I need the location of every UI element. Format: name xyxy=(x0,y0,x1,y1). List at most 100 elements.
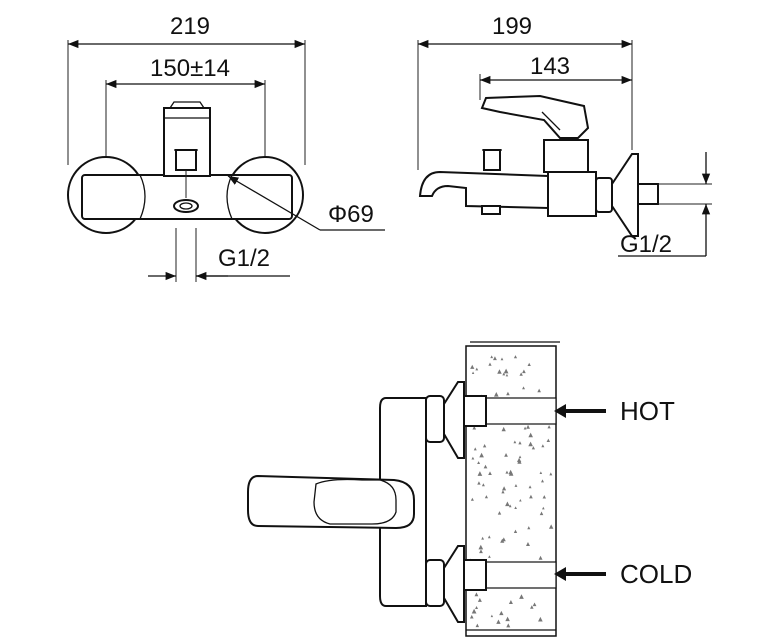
hot-flange xyxy=(443,381,465,459)
wall-speckle xyxy=(477,471,483,476)
wall-speckle xyxy=(472,425,477,430)
wall-speckle xyxy=(497,369,502,374)
wall-speckle xyxy=(522,386,526,390)
wall-speckle xyxy=(523,426,527,430)
wall-speckle xyxy=(475,623,480,628)
wall-speckle xyxy=(477,461,481,465)
wall-speckle xyxy=(470,497,474,501)
dimension-center-distance: 150±14 xyxy=(105,55,266,160)
wall-speckle xyxy=(530,605,534,609)
wall-speckle xyxy=(505,373,509,377)
wall-speckle xyxy=(506,391,510,396)
wall-speckle xyxy=(513,529,518,534)
wall-speckle xyxy=(505,616,510,622)
wall-speckle xyxy=(501,490,505,494)
wall-speckle xyxy=(471,371,475,374)
wall-speckle xyxy=(471,456,475,460)
wall-speckle xyxy=(504,453,508,457)
wall-speckle xyxy=(514,484,518,487)
wall-speckle xyxy=(488,471,492,476)
wall-speckle xyxy=(497,511,502,515)
spout xyxy=(418,170,549,210)
wall-speckle xyxy=(518,455,522,459)
wall-speckle xyxy=(518,441,522,445)
cold-pipe xyxy=(485,561,557,589)
center-distance-label: 150±14 xyxy=(150,55,230,82)
wall-speckle xyxy=(483,464,488,469)
wall-speckle xyxy=(537,388,541,393)
side-view: 199 143 xyxy=(417,13,712,258)
wall-speckle xyxy=(508,504,512,508)
wall-speckle xyxy=(490,614,494,618)
wall-speckle xyxy=(469,614,474,619)
installation-view: HOT COLD xyxy=(247,341,692,637)
wall-speckle xyxy=(473,447,477,451)
wall-speckle xyxy=(542,506,545,510)
hot-nut xyxy=(425,395,445,443)
wall-speckle xyxy=(516,457,522,463)
wall-speckle xyxy=(499,610,504,616)
wall-speckle xyxy=(477,481,481,485)
wall-speckle xyxy=(474,592,479,597)
wall-speckle xyxy=(503,368,509,374)
wall-speckle xyxy=(508,471,514,476)
wall-speckle xyxy=(493,356,497,361)
wall-speckle xyxy=(505,501,510,507)
wall-speckle xyxy=(519,372,523,376)
wall-speckle xyxy=(528,432,533,438)
wall-speckle xyxy=(514,506,517,510)
wall-speckle xyxy=(538,616,543,622)
wall-speckle xyxy=(479,549,483,554)
wall-speckle xyxy=(519,594,524,599)
hot-pipe xyxy=(485,397,557,425)
overall-width-label: 219 xyxy=(170,13,210,40)
thread-front-label: G1/2 xyxy=(218,245,270,272)
wall-speckle xyxy=(531,446,535,450)
wall-speckle xyxy=(494,391,499,397)
wall-speckle xyxy=(502,372,506,376)
overall-depth-label: 199 xyxy=(492,13,532,40)
dimension-overall-width: 219 xyxy=(67,13,306,165)
hot-connector xyxy=(463,395,487,427)
wall-speckle xyxy=(539,511,544,516)
wall-speckle xyxy=(541,479,544,483)
wall-speckle xyxy=(528,485,532,489)
hot-label: HOT xyxy=(620,396,675,426)
cold-flange xyxy=(443,545,465,623)
lever-handle xyxy=(480,94,590,139)
wall-speckle xyxy=(549,472,553,476)
wall-speckle xyxy=(526,424,530,429)
wall-speckle xyxy=(484,495,488,499)
wall-speckle xyxy=(475,606,479,609)
side-flange xyxy=(611,153,639,237)
dimension-thread-side: G1/2 xyxy=(618,152,712,258)
wall-speckle xyxy=(547,425,551,429)
wall-section xyxy=(465,341,560,637)
wall-speckle xyxy=(505,470,509,474)
spout-outlet xyxy=(173,199,199,213)
wall-speckle xyxy=(470,364,475,369)
dimension-spout-depth: 143 xyxy=(479,53,632,100)
wall-speckle xyxy=(508,599,513,604)
thread-side-label: G1/2 xyxy=(620,231,672,258)
wall-speckle xyxy=(527,526,531,530)
wall-speckle xyxy=(548,524,554,529)
flange-diameter-label: Φ69 xyxy=(328,201,374,228)
wall-speckle xyxy=(501,426,506,432)
wall-speckle xyxy=(500,538,505,543)
wall-speckle xyxy=(502,486,507,491)
wall-speckle xyxy=(546,438,551,443)
wall-speckle xyxy=(475,367,479,371)
wall-speckle xyxy=(478,544,484,550)
wall-speckle xyxy=(481,536,485,540)
wall-speckle xyxy=(500,357,504,361)
wall-speckle xyxy=(488,555,491,558)
wall-speckle xyxy=(482,443,487,448)
wall-speckle xyxy=(477,597,482,602)
aerator xyxy=(481,205,501,215)
diverter-knob xyxy=(175,149,197,171)
diverter-top xyxy=(483,149,501,171)
wall-speckle xyxy=(539,471,543,474)
wall-speckle xyxy=(529,494,533,499)
wall-speckle xyxy=(513,440,517,444)
